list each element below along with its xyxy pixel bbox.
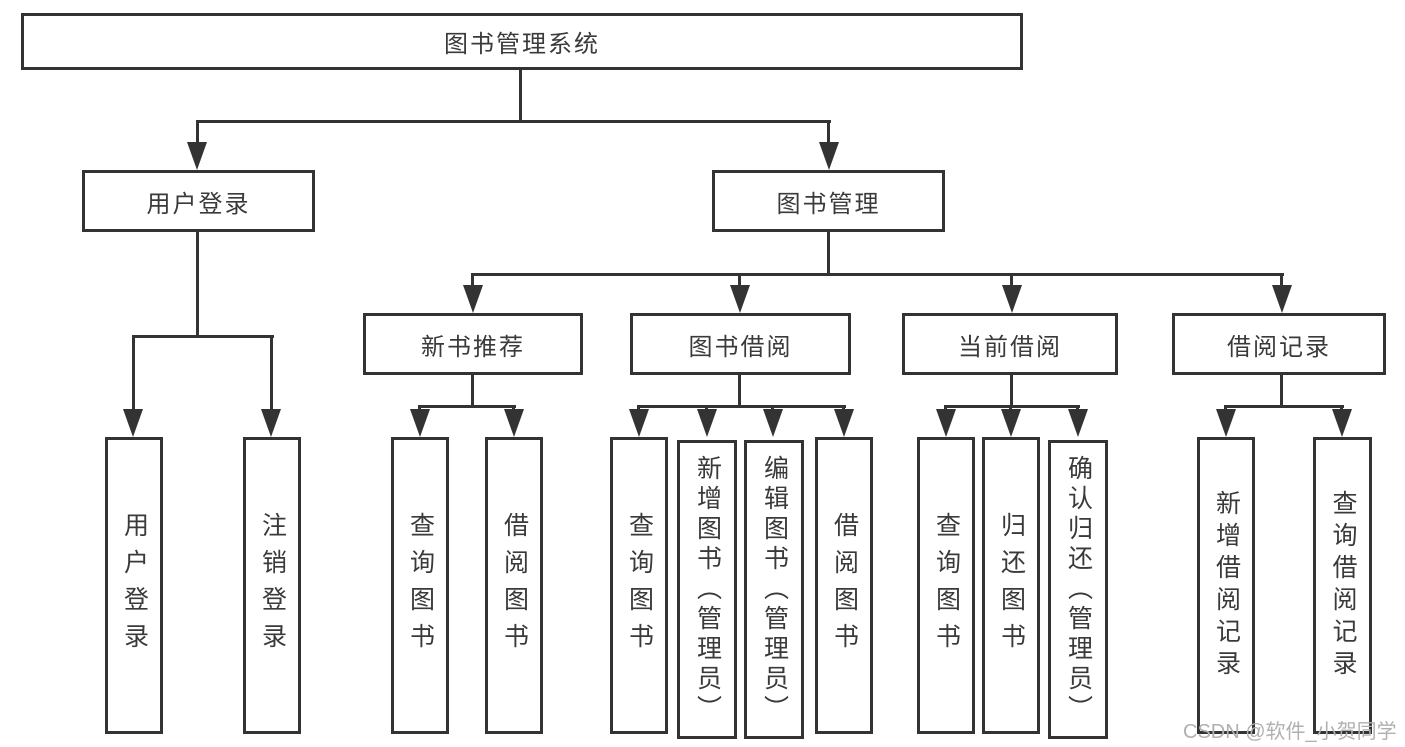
node-book-borrow: 图书借阅: [630, 313, 851, 375]
arrowhead-down-icon: [187, 142, 207, 170]
leaf-label: 确认归还（管理员）: [1064, 454, 1093, 725]
leaf-add-book-admin: 新增图书（管理员）: [677, 440, 737, 739]
arrowhead-down-icon: [410, 409, 430, 437]
arrowhead-down-icon: [504, 409, 524, 437]
connector-root-stem: [519, 70, 522, 122]
leaf-label: 用户登录: [120, 511, 149, 660]
leaf-query-borrow-record: 查询借阅记录: [1313, 437, 1372, 734]
arrowhead-down-icon: [1002, 285, 1022, 313]
leaf-label: 查询图书: [932, 511, 961, 660]
leaf-confirm-return-admin: 确认归还（管理员）: [1048, 440, 1108, 739]
connector-root-right-shaft: [827, 120, 830, 146]
connector-current-hline: [944, 405, 1080, 408]
leaf-query-books-1: 查询图书: [391, 437, 449, 734]
arrowhead-down-icon: [1216, 409, 1236, 437]
arrowhead-down-icon: [834, 409, 854, 437]
connector-borrow-hline: [637, 405, 846, 408]
leaf-return-book: 归还图书: [982, 437, 1040, 734]
connector-shaft: [270, 335, 273, 415]
arrowhead-down-icon: [629, 409, 649, 437]
leaf-add-borrow-record: 新增借阅记录: [1197, 437, 1255, 734]
connector-userlogin-stem: [196, 232, 199, 336]
leaf-label: 编辑图书（管理员）: [760, 454, 789, 725]
leaf-query-books-2: 查询图书: [610, 437, 668, 734]
arrowhead-down-icon: [1272, 285, 1292, 313]
leaf-label: 借阅图书: [500, 511, 529, 660]
arrowhead-down-icon: [261, 409, 281, 437]
arrowhead-down-icon: [1332, 409, 1352, 437]
arrowhead-down-icon: [123, 409, 143, 437]
node-book-management: 图书管理: [712, 170, 945, 232]
connector-bookmgmt-stem: [827, 232, 830, 275]
leaf-borrow-books-2: 借阅图书: [815, 437, 873, 734]
arrowhead-down-icon: [936, 409, 956, 437]
connector-root-left-shaft: [196, 120, 199, 146]
leaf-label: 查询图书: [406, 511, 435, 660]
leaf-edit-book-admin: 编辑图书（管理员）: [744, 440, 804, 739]
arrowhead-down-icon: [463, 285, 483, 313]
leaf-query-books-3: 查询图书: [917, 437, 975, 734]
leaf-user-login: 用户登录: [105, 437, 163, 734]
leaf-label: 新增图书（管理员）: [693, 454, 722, 725]
node-user-login: 用户登录: [82, 170, 315, 232]
connector-shaft: [1010, 273, 1013, 289]
connector-bookmgmt-hline: [472, 273, 1284, 276]
connector-shaft: [738, 273, 741, 289]
arrowhead-down-icon: [730, 285, 750, 313]
connector-current-stem: [1010, 375, 1013, 407]
connector-shaft: [1280, 273, 1283, 289]
connector-records-hline: [1224, 405, 1344, 408]
leaf-label: 查询借阅记录: [1329, 489, 1357, 682]
node-library-system: 图书管理系统: [21, 13, 1023, 70]
connector-records-stem: [1280, 375, 1283, 407]
arrowhead-down-icon: [763, 409, 783, 437]
node-borrow-records: 借阅记录: [1172, 313, 1386, 375]
arrowhead-down-icon: [819, 142, 839, 170]
connector-newbook-hline: [419, 405, 516, 408]
connector-root-hline: [196, 120, 831, 123]
arrowhead-down-icon: [1001, 409, 1021, 437]
leaf-label: 借阅图书: [830, 511, 859, 660]
leaf-label: 归还图书: [997, 511, 1026, 660]
leaf-label: 注销登录: [258, 511, 287, 660]
connector-userlogin-hline: [132, 335, 274, 338]
node-current-borrow: 当前借阅: [902, 313, 1118, 375]
node-new-book-recommend: 新书推荐: [363, 313, 583, 375]
connector-borrow-stem: [738, 375, 741, 407]
connector-shaft: [471, 273, 474, 289]
csdn-watermark: CSDN @软件_小贺同学: [1183, 721, 1397, 743]
leaf-borrow-books-1: 借阅图书: [485, 437, 543, 734]
leaf-logout: 注销登录: [243, 437, 301, 734]
connector-newbook-stem: [471, 375, 474, 407]
leaf-label: 新增借阅记录: [1212, 489, 1241, 682]
arrowhead-down-icon: [1068, 409, 1088, 437]
connector-shaft: [132, 335, 135, 415]
arrowhead-down-icon: [697, 409, 717, 437]
leaf-label: 查询图书: [625, 511, 654, 660]
